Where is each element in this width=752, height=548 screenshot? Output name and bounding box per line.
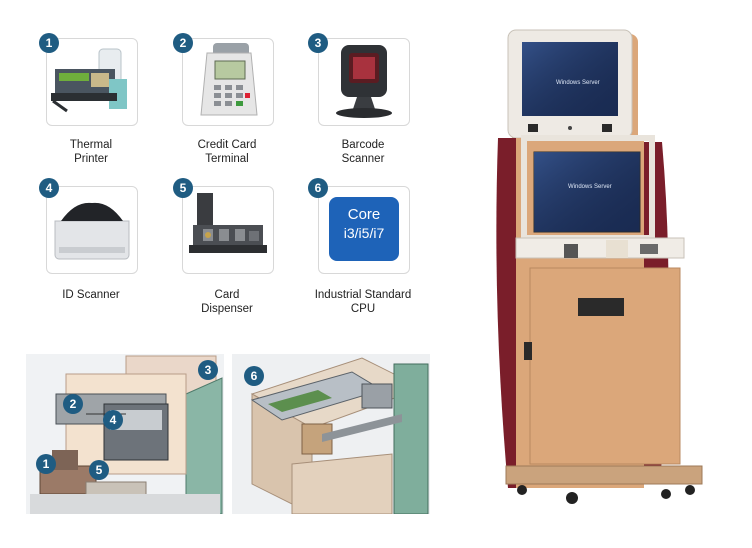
cpu-line2: i3/i5/i7 — [343, 225, 385, 241]
internal-diagram-left: 1 2 3 4 5 — [26, 354, 224, 514]
card-dispenser-icon — [189, 193, 267, 253]
internal-diagram-right: 6 — [232, 354, 430, 514]
diagram-marker-4: 4 — [103, 410, 123, 430]
diagram-marker-6: 6 — [244, 366, 264, 386]
badge-5: 5 — [173, 178, 193, 198]
caption-id-scanner: ID Scanner — [62, 289, 120, 301]
diagram-marker-3: 3 — [198, 360, 218, 380]
thermal-printer-icon — [51, 48, 127, 113]
barcode-scanner-tile — [318, 38, 410, 126]
badge-2: 2 — [173, 33, 193, 53]
thermal-printer-tile — [46, 38, 138, 126]
credit-card-terminal-icon — [200, 43, 258, 116]
id-scanner-tile — [46, 186, 138, 274]
badge-1: 1 — [39, 33, 59, 53]
cpu-tile: Core i3/i5/i7 — [318, 186, 410, 274]
diagram-marker-5: 5 — [89, 460, 109, 480]
barcode-scanner-icon — [336, 45, 392, 118]
diagram-marker-1: 1 — [36, 454, 56, 474]
diagram-marker-2: 2 — [63, 394, 83, 414]
badge-3: 3 — [308, 33, 328, 53]
badge-6: 6 — [308, 178, 328, 198]
badge-4: 4 — [39, 178, 59, 198]
kiosk-illustration: Windows Server Windows Server — [490, 22, 740, 522]
touch-screen-text: Windows Server — [568, 184, 612, 190]
card-dispenser-tile — [182, 186, 274, 274]
top-screen-text: Windows Server — [556, 80, 600, 86]
cpu-chip-icon: Core i3/i5/i7 — [329, 197, 399, 261]
id-scanner-icon — [54, 202, 130, 260]
credit-card-terminal-tile — [182, 38, 274, 126]
cpu-line1: Core — [347, 206, 381, 223]
